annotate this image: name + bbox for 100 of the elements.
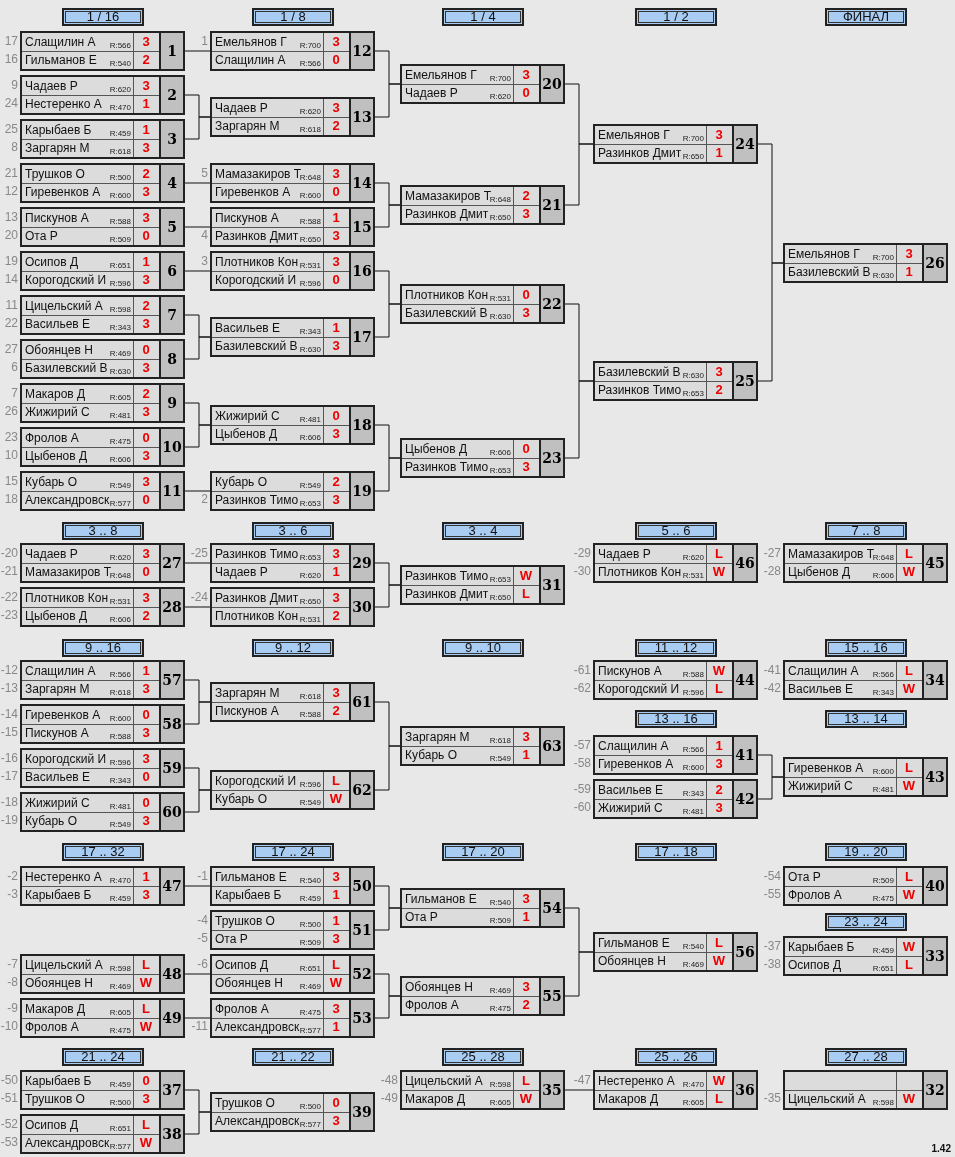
player-name: Цыбенов Д bbox=[215, 427, 278, 441]
seed-number: -4 bbox=[197, 913, 208, 927]
match-number: 48 bbox=[159, 956, 183, 992]
match-box bbox=[20, 792, 185, 832]
player-rating: R:531 bbox=[299, 615, 321, 624]
score: L bbox=[141, 1002, 151, 1016]
score: W bbox=[901, 779, 917, 793]
score: 1 bbox=[141, 255, 151, 269]
round-heading: 17 .. 24 bbox=[252, 843, 334, 861]
seed-number: 22 bbox=[4, 316, 18, 330]
player-rating: R:653 bbox=[489, 575, 511, 584]
score: W bbox=[711, 954, 727, 968]
score: W bbox=[901, 940, 917, 954]
seed-number: -9 bbox=[7, 1001, 18, 1015]
match-box bbox=[20, 587, 185, 627]
player-rating: R:605 bbox=[109, 1008, 131, 1017]
player-rating: R:630 bbox=[489, 312, 511, 321]
match-number: 8 bbox=[159, 341, 183, 377]
score: 3 bbox=[141, 35, 151, 49]
player-name: Чадаев Р bbox=[25, 547, 78, 561]
player-rating: R:700 bbox=[489, 74, 511, 83]
player-rating: R:459 bbox=[109, 894, 131, 903]
score: 1 bbox=[714, 146, 724, 160]
player-rating: R:549 bbox=[489, 754, 511, 763]
match-box bbox=[20, 1070, 185, 1110]
player-rating: R:531 bbox=[682, 571, 704, 580]
score: 0 bbox=[141, 708, 151, 722]
player-rating: R:653 bbox=[489, 466, 511, 475]
match-number: 14 bbox=[349, 165, 373, 201]
player-name: Гиревенков А bbox=[25, 185, 101, 199]
score: 3 bbox=[331, 101, 341, 115]
match-box bbox=[210, 251, 375, 291]
score: 0 bbox=[141, 431, 151, 445]
player-rating: R:700 bbox=[872, 253, 894, 262]
player-name: Гиревенков А bbox=[25, 708, 101, 722]
player-name: Нестеренко А bbox=[25, 97, 102, 111]
match-number: 17 bbox=[349, 319, 373, 355]
seed-number: 18 bbox=[4, 492, 18, 506]
player-rating: R:650 bbox=[489, 213, 511, 222]
match-number: 13 bbox=[349, 99, 373, 135]
player-rating: R:605 bbox=[489, 1098, 511, 1107]
score: 3 bbox=[141, 361, 151, 375]
match-number: 47 bbox=[159, 868, 183, 904]
score: 2 bbox=[141, 299, 151, 313]
player-name: Базилевский В bbox=[25, 361, 108, 375]
match-number: 43 bbox=[922, 759, 946, 795]
player-name: Цицельский А bbox=[25, 958, 103, 972]
player-name: Заргарян М bbox=[25, 141, 90, 155]
match-box bbox=[783, 243, 948, 283]
match-box bbox=[400, 888, 565, 928]
score: 3 bbox=[141, 449, 151, 463]
seed-number: -12 bbox=[0, 663, 18, 677]
seed-number: -18 bbox=[0, 795, 18, 809]
round-heading: 23 .. 24 bbox=[825, 913, 907, 931]
player-rating: R:620 bbox=[109, 553, 131, 562]
score: L bbox=[904, 547, 914, 561]
player-name: Заргарян М bbox=[25, 682, 90, 696]
player-name: Цыбенов Д bbox=[405, 442, 468, 456]
seed-number: -11 bbox=[191, 1019, 208, 1033]
player-name: Заргарян М bbox=[405, 730, 470, 744]
match-box bbox=[783, 660, 948, 700]
seed-number: -47 bbox=[573, 1073, 591, 1087]
match-number: 60 bbox=[159, 794, 183, 830]
score: 3 bbox=[521, 306, 531, 320]
player-rating: R:630 bbox=[109, 367, 131, 376]
seed-number: -53 bbox=[0, 1135, 18, 1149]
player-rating: R:648 bbox=[872, 553, 894, 562]
match-number: 16 bbox=[349, 253, 373, 289]
player-name: Александровск bbox=[215, 1020, 300, 1034]
match-number: 35 bbox=[539, 1072, 563, 1108]
player-name: Карыбаев Б bbox=[788, 940, 855, 954]
player-rating: R:470 bbox=[682, 1080, 704, 1089]
player-rating: R:475 bbox=[872, 894, 894, 903]
player-name: Макаров Д bbox=[25, 387, 86, 401]
player-rating: R:606 bbox=[109, 615, 131, 624]
score: W bbox=[711, 1074, 727, 1088]
score: L bbox=[904, 870, 914, 884]
score: 1 bbox=[714, 739, 724, 753]
player-rating: R:343 bbox=[872, 688, 894, 697]
score: 2 bbox=[331, 475, 341, 489]
score: L bbox=[904, 958, 914, 972]
score: 0 bbox=[141, 343, 151, 357]
match-number: 56 bbox=[732, 934, 756, 970]
score: W bbox=[901, 682, 917, 696]
match-number: 55 bbox=[539, 978, 563, 1014]
score: 2 bbox=[141, 609, 151, 623]
score: 3 bbox=[331, 229, 341, 243]
player-rating: R:630 bbox=[872, 271, 894, 280]
match-number: 29 bbox=[349, 545, 373, 581]
score: L bbox=[141, 1118, 151, 1132]
match-number: 40 bbox=[922, 868, 946, 904]
seed-number: 10 bbox=[4, 448, 18, 462]
match-box bbox=[20, 954, 185, 994]
match-box bbox=[210, 31, 375, 71]
score: L bbox=[521, 1074, 531, 1088]
match-box bbox=[210, 163, 375, 203]
player-name: Фролов А bbox=[25, 431, 79, 445]
round-heading: 13 .. 14 bbox=[825, 710, 907, 728]
seed-number: 8 bbox=[11, 140, 18, 154]
connector-line bbox=[564, 1089, 594, 1091]
